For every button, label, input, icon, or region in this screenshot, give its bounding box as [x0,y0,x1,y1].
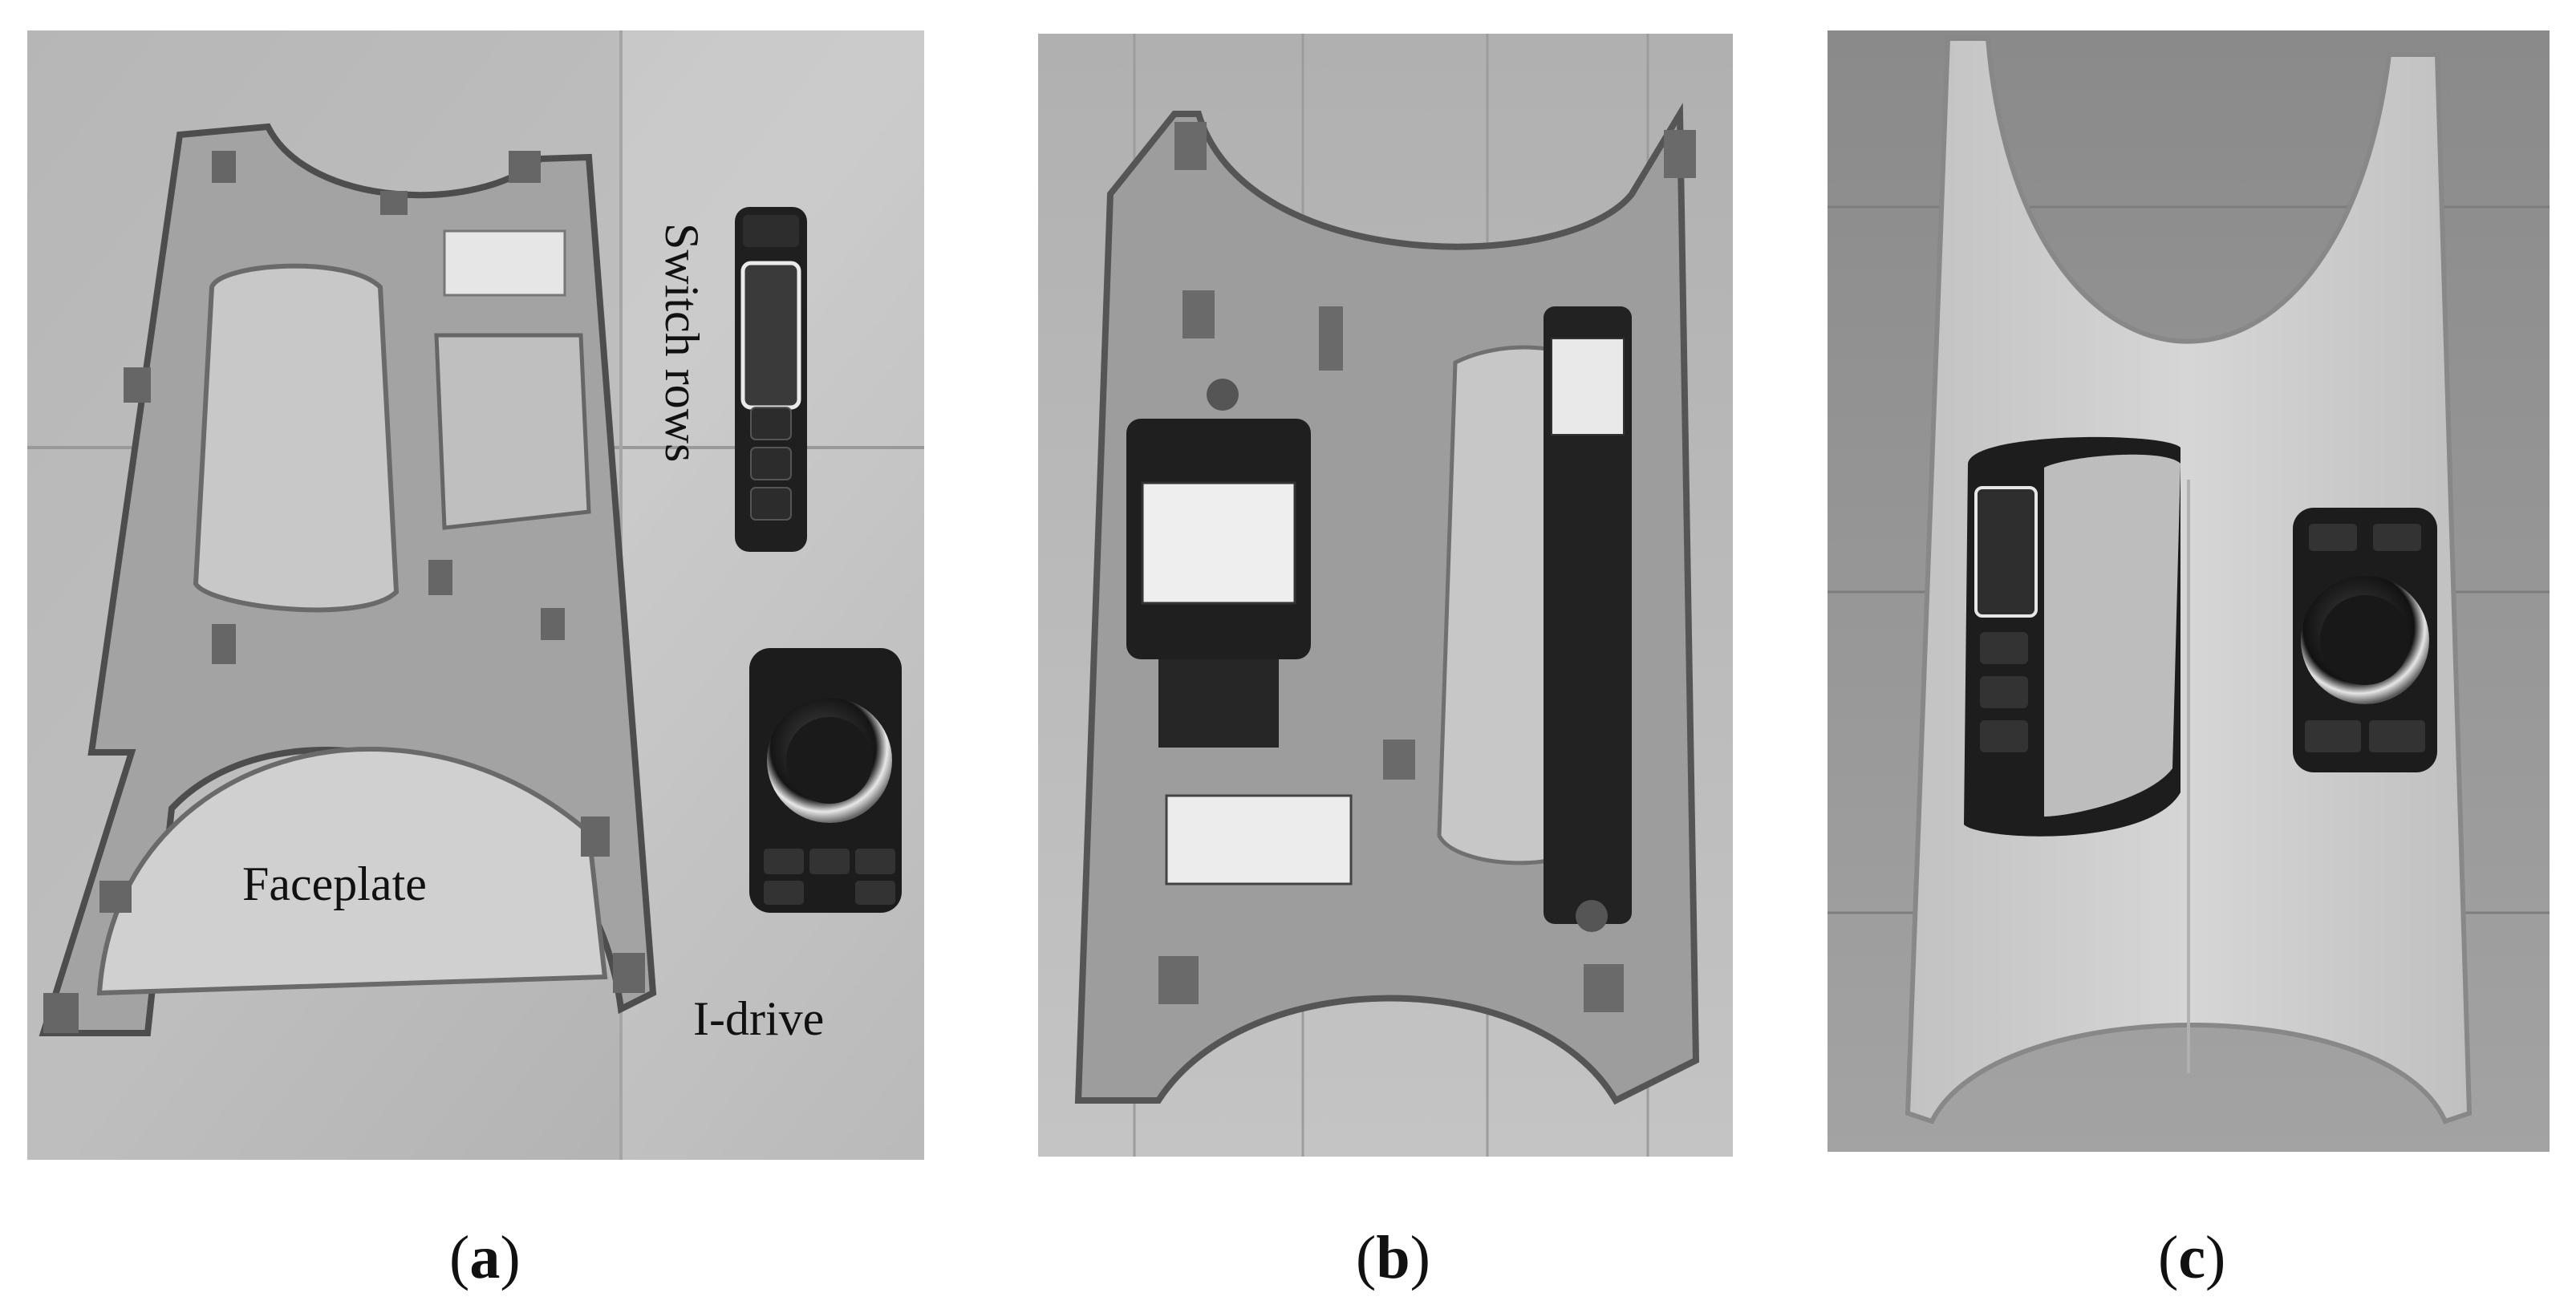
annotation-faceplate: Faceplate [242,857,427,910]
switch-rows-module [735,207,807,552]
faceplate-frame [39,123,657,1036]
annotation-switch-rows: Switch rows [655,223,708,463]
caption-panel-a: (a) [449,1224,521,1291]
photo-faceplate-rear [1038,34,1733,1157]
barcode-sticker [443,229,566,297]
i-drive-module-rear [1126,379,1311,748]
photo-panel-b [1038,34,1733,1157]
switch-rows-installed [1964,436,2180,837]
module-sticker [1141,481,1296,605]
i-drive-controller [749,648,902,913]
photo-panel-a: Switch rows Faceplate I-drive [27,30,924,1160]
i-drive-installed [2293,508,2437,772]
barcode-sticker [1165,794,1353,885]
faceplate-assembled [1905,36,2473,1125]
annotation-i-drive: I-drive [693,992,825,1045]
caption-panel-b: (b) [1356,1224,1430,1291]
switch-rows-module-rear [1544,306,1632,932]
photo-panel-c [1828,30,2550,1152]
photo-disassembled-parts [27,30,924,1160]
photo-faceplate-front [1828,30,2550,1152]
caption-panel-c: (c) [2158,1224,2226,1291]
